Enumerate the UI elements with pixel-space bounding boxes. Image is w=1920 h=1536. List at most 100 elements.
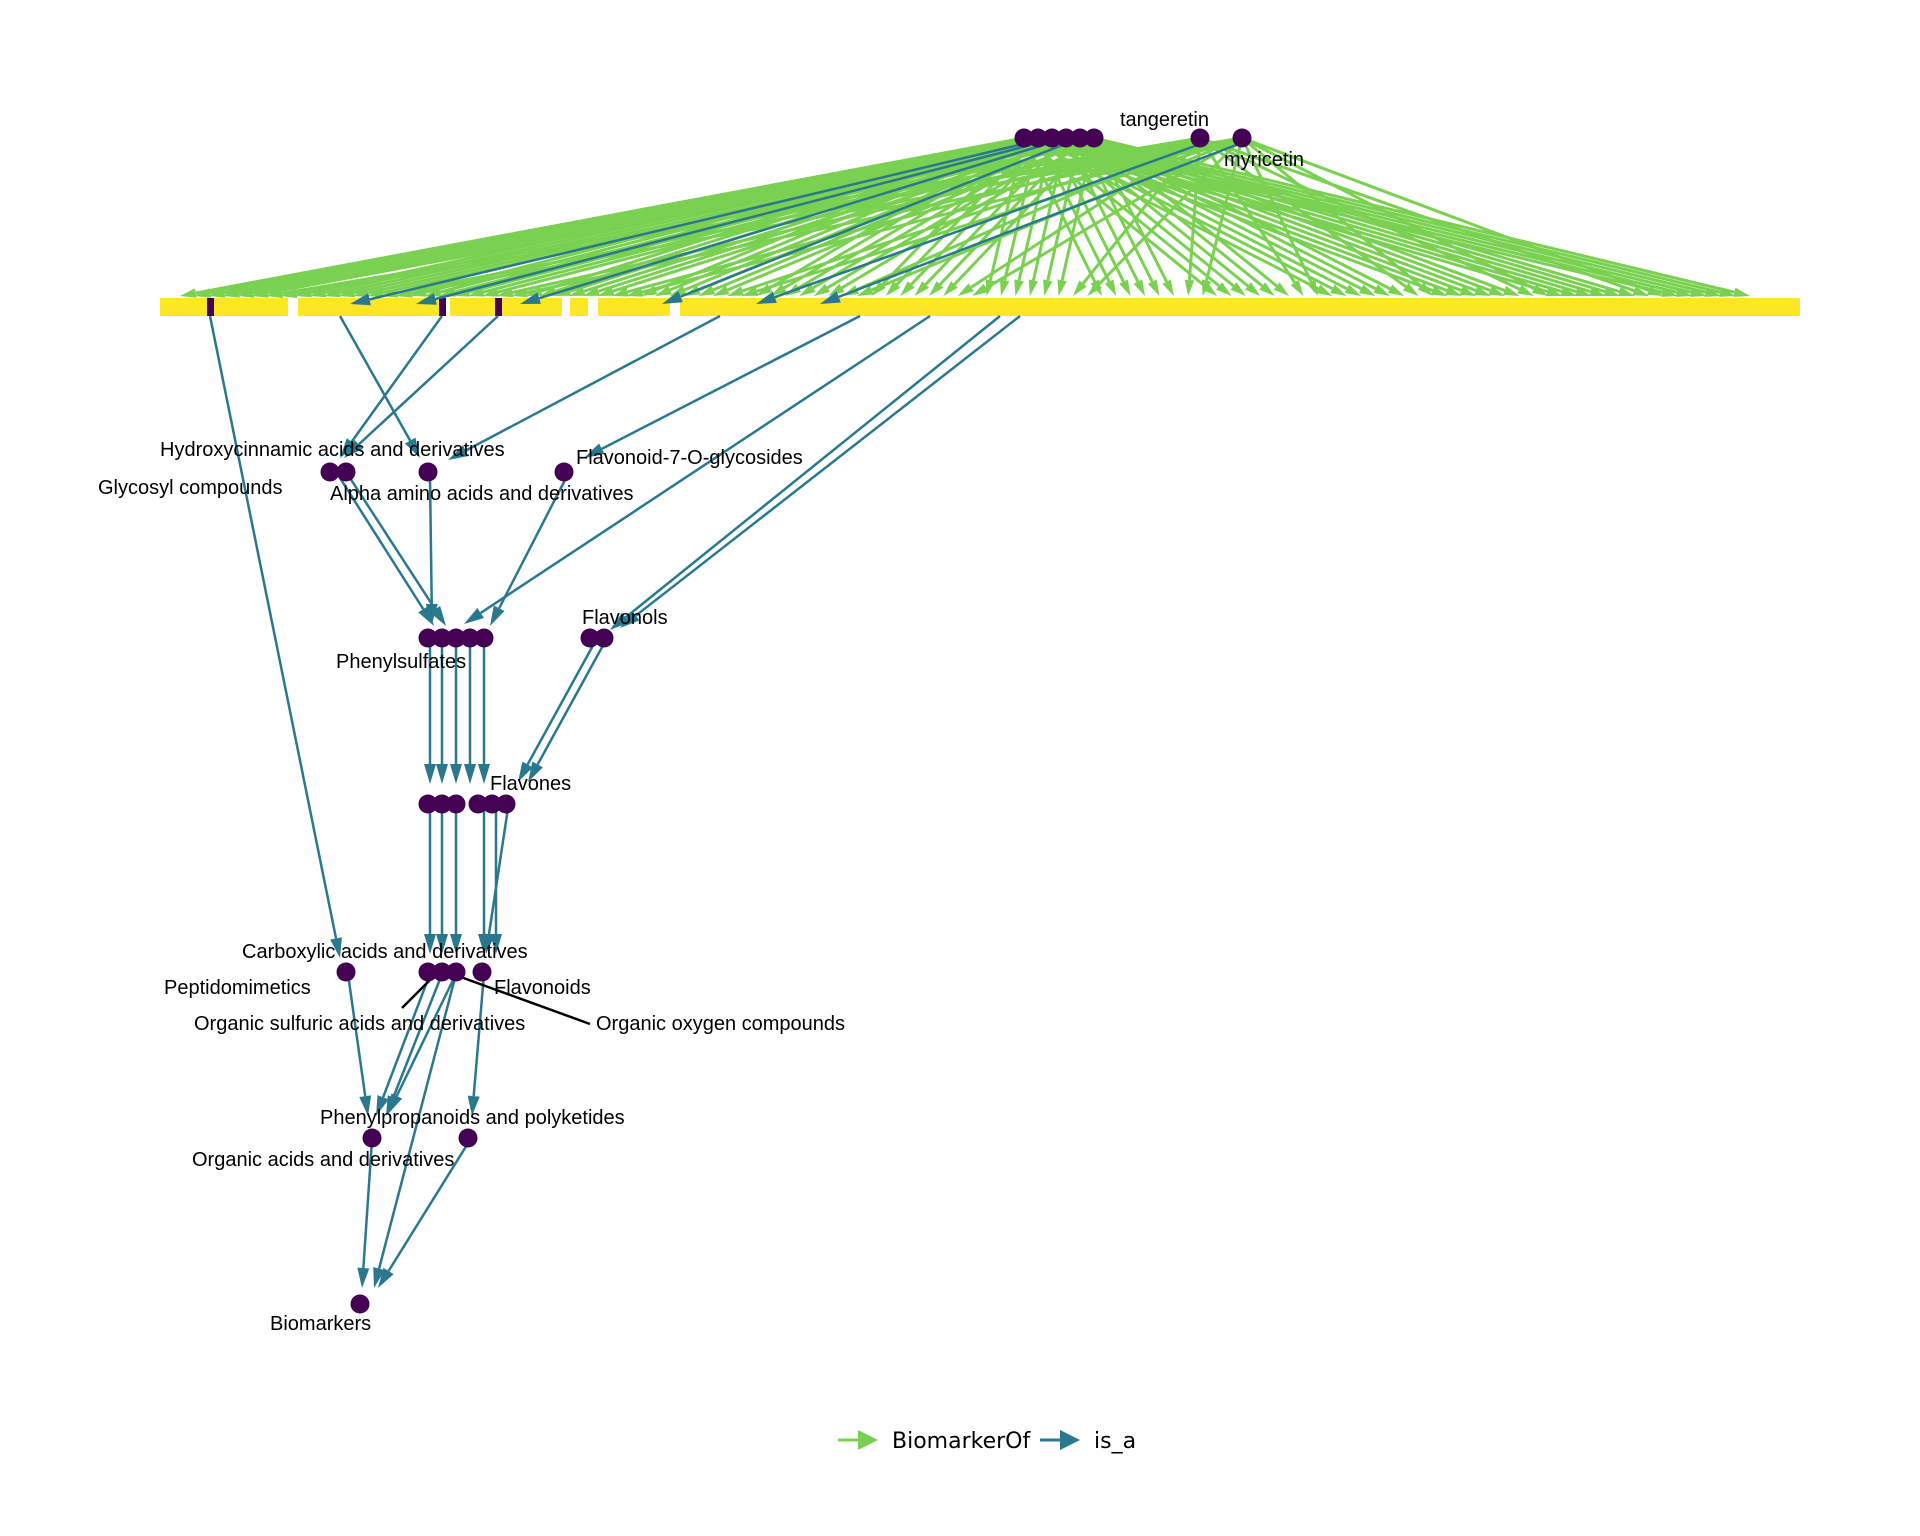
is-a-edge-arrowhead bbox=[376, 1095, 389, 1116]
is-a-edge bbox=[392, 973, 444, 1098]
biomarker-edge bbox=[683, 136, 1053, 292]
biomarker-edge bbox=[881, 136, 1026, 286]
biomarker-edge-arrowhead bbox=[180, 288, 197, 298]
biomarker-edge-arrowhead bbox=[1632, 286, 1650, 296]
label-phenylsulfates: Phenylsulfates bbox=[336, 651, 466, 673]
biomarker-edge-arrowhead bbox=[655, 285, 672, 296]
is-a-edge bbox=[346, 973, 367, 1097]
biomarker-edge-arrowhead bbox=[597, 286, 615, 296]
is-a-edge bbox=[357, 315, 499, 446]
leaf-node-segment bbox=[450, 298, 562, 316]
is-a-edge-arrowhead bbox=[404, 437, 420, 458]
label-organic-oxygen: Organic oxygen compounds bbox=[596, 1013, 845, 1035]
is-a-edge-arrowhead bbox=[478, 764, 490, 784]
is-a-edge-arrowhead bbox=[467, 1095, 480, 1116]
biomarker-edge-arrowhead bbox=[885, 281, 901, 296]
biomarker-edge-arrowhead bbox=[985, 279, 995, 296]
leaf-node-segment bbox=[598, 298, 670, 316]
biomarker-edge-arrowhead bbox=[223, 288, 240, 298]
graph-node bbox=[468, 794, 488, 814]
label-flavonoids: Flavonoids bbox=[494, 977, 591, 999]
graph-node bbox=[418, 462, 438, 482]
biomarker-edge bbox=[1036, 137, 1111, 283]
biomarker-edge bbox=[1023, 136, 1434, 292]
biomarker-edge-arrowhead bbox=[1733, 287, 1750, 297]
biomarker-edge bbox=[310, 136, 1025, 295]
is-a-edge-arrowhead bbox=[483, 933, 495, 954]
biomarker-edge bbox=[195, 136, 1025, 295]
graph-node bbox=[1014, 128, 1034, 148]
biomarker-edge-arrowhead bbox=[1043, 279, 1053, 296]
graph-node bbox=[1070, 128, 1090, 148]
biomarker-edge bbox=[1046, 137, 1082, 281]
biomarker-edge-arrowhead bbox=[496, 287, 514, 298]
biomarker-edge-arrowhead bbox=[1216, 282, 1232, 296]
label-carboxylic: Carboxylic acids and derivatives bbox=[242, 941, 528, 963]
biomarker-edge-arrowhead bbox=[828, 283, 845, 296]
biomarker-edge-arrowhead bbox=[712, 285, 730, 296]
graph-node bbox=[418, 794, 438, 814]
is-a-edge-arrowhead bbox=[416, 293, 437, 305]
biomarker-edge-arrowhead bbox=[1430, 285, 1448, 296]
biomarker-edge-arrowhead bbox=[626, 287, 644, 297]
biomarker-edge bbox=[895, 136, 1040, 286]
biomarker-edge-arrowhead bbox=[741, 286, 759, 296]
biomarker-edge-arrowhead bbox=[367, 287, 384, 298]
graph-node bbox=[432, 962, 452, 982]
biomarker-edge-arrowhead bbox=[295, 287, 312, 298]
is-a-edge-arrowhead bbox=[450, 934, 462, 954]
biomarker-edge-arrowhead bbox=[1184, 279, 1195, 296]
biomarker-edge bbox=[1093, 136, 1735, 294]
biomarker-edge-arrowhead bbox=[928, 281, 944, 296]
label-phenylpropanoids: Phenylpropanoids and polyketides bbox=[320, 1107, 625, 1129]
biomarker-edge-arrowhead bbox=[324, 287, 341, 298]
legend-biomarker-arrow-icon bbox=[858, 1430, 878, 1450]
biomarker-edge bbox=[1065, 136, 1706, 294]
leaf-node-segment bbox=[570, 298, 588, 316]
leaf-node-segment bbox=[160, 298, 288, 316]
is-a-edge-arrowhead bbox=[662, 291, 683, 304]
biomarker-edge-arrowhead bbox=[309, 287, 327, 298]
is-a-edge-arrowhead bbox=[388, 1093, 403, 1114]
label-myricetin: myricetin bbox=[1224, 149, 1304, 171]
biomarker-edge-arrowhead bbox=[280, 288, 298, 299]
graph-node bbox=[460, 628, 480, 648]
biomarker-edge-arrowhead bbox=[1133, 279, 1146, 296]
biomarker-edge-arrowhead bbox=[208, 288, 226, 298]
biomarker-edge bbox=[669, 136, 1039, 292]
biomarker-edge-arrowhead bbox=[1502, 285, 1520, 296]
graph-node bbox=[320, 462, 340, 482]
graph-node bbox=[350, 1294, 370, 1314]
biomarker-edge-arrowhead bbox=[770, 283, 787, 296]
graph-node bbox=[474, 628, 494, 648]
biomarker-edge bbox=[797, 136, 1053, 290]
legend-is-a-label: is_a bbox=[1094, 1429, 1136, 1454]
is-a-edge bbox=[435, 138, 1051, 301]
biomarker-edge-arrowhead bbox=[972, 283, 989, 296]
biomarker-edge-arrowhead bbox=[525, 286, 543, 296]
is-a-edge bbox=[526, 639, 598, 766]
is-a-edge-arrowhead bbox=[418, 605, 434, 626]
biomarker-edge-arrowhead bbox=[1402, 282, 1419, 296]
graph-node bbox=[446, 794, 466, 814]
biomarker-edge bbox=[1023, 136, 1663, 294]
biomarker-edge-arrowhead bbox=[338, 287, 356, 298]
is-a-edge bbox=[362, 1139, 374, 1269]
graph-nodes bbox=[320, 128, 1252, 1314]
graph-node bbox=[362, 1128, 382, 1148]
highlighted-leaf-marker bbox=[207, 298, 214, 316]
biomarker-edge bbox=[1023, 136, 1206, 288]
biomarker-edge bbox=[812, 136, 1067, 290]
biomarker-edge bbox=[783, 136, 1039, 290]
is-a-edge-arrowhead bbox=[610, 612, 630, 630]
label-biomarkers: Biomarkers bbox=[270, 1313, 371, 1335]
biomarker-edge-arrowhead bbox=[756, 283, 773, 296]
is-a-edge-arrowhead bbox=[520, 292, 541, 304]
graph-node bbox=[418, 962, 438, 982]
graph-node bbox=[336, 462, 356, 482]
biomarker-edge-arrowhead bbox=[1057, 279, 1067, 296]
is-a-edge bbox=[774, 140, 1207, 299]
biomarker-edge-arrowhead bbox=[1273, 282, 1290, 296]
biomarker-edge-arrowhead bbox=[1162, 279, 1174, 296]
biomarker-edge-arrowhead bbox=[568, 286, 586, 296]
